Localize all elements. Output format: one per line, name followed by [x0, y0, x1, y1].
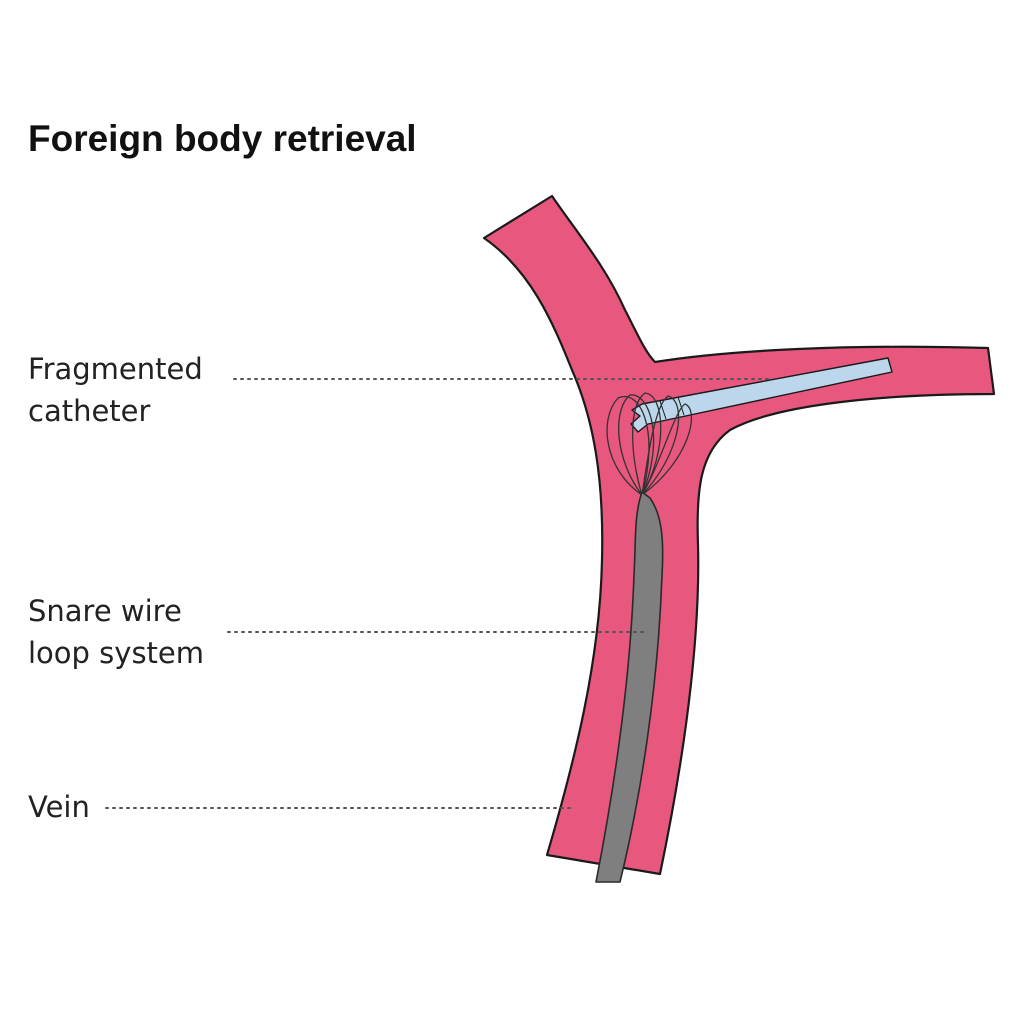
snare-loops: [606, 392, 693, 497]
vein-shape: [482, 194, 996, 876]
label-line: catheter: [28, 394, 151, 428]
snare-loop: [606, 395, 650, 497]
snare-loop: [641, 395, 680, 497]
label-line: loop system: [28, 636, 205, 670]
catheter-band: [677, 396, 685, 416]
label-line: Fragmented: [28, 352, 203, 386]
label-vein: Vein: [28, 786, 90, 828]
label-line: Vein: [28, 790, 90, 824]
diagram-title: Foreign body retrieval: [28, 118, 417, 159]
label-fragmented-catheter: Fragmented catheter: [28, 348, 203, 432]
label-line: Snare wire: [28, 594, 182, 628]
catheter-band: [659, 400, 667, 420]
snare-wire-sheath: [595, 491, 664, 883]
snare-loop: [641, 403, 693, 496]
snare-loop: [618, 394, 655, 497]
label-snare-wire-loop-system: Snare wire loop system: [28, 590, 204, 674]
snare-loop: [632, 392, 662, 497]
